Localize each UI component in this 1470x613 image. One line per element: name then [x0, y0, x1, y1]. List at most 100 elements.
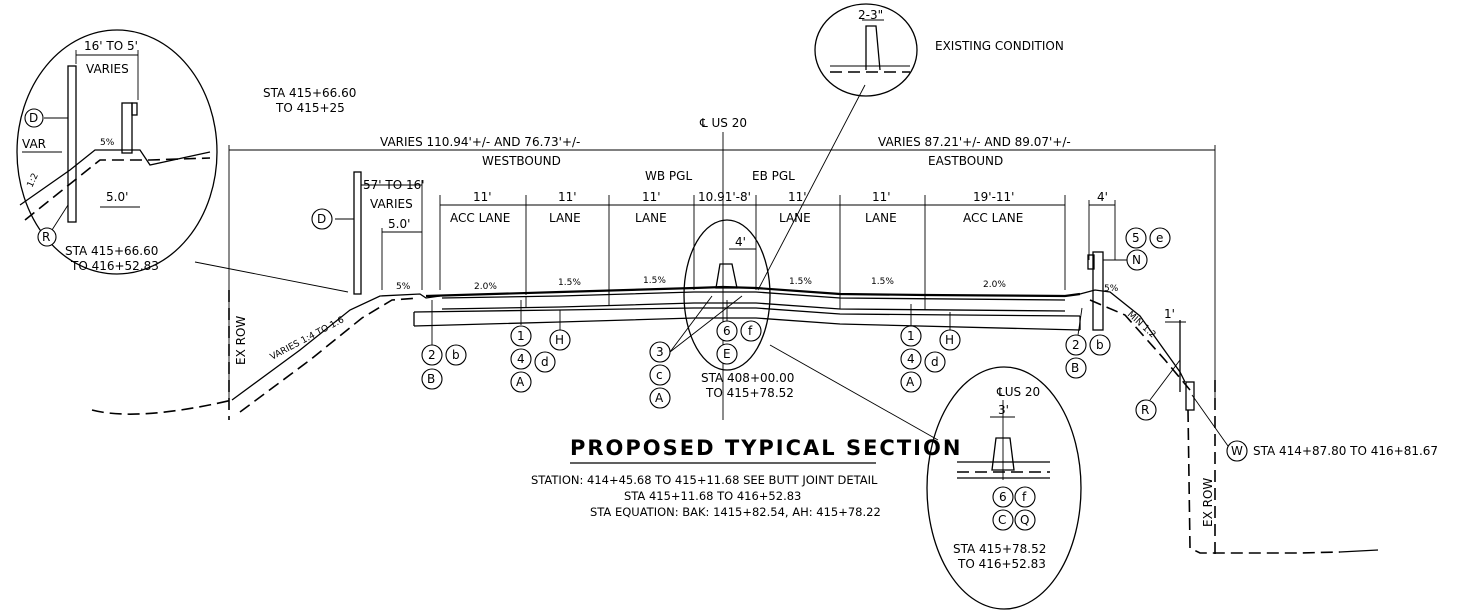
callout-b-upper-eb: [1065, 357, 1087, 379]
eb-side: 4' 5% MIN 1:2 1' EX ROW 5 e N 2 b B R: [1065, 190, 1438, 560]
lane-dimensions: 11' ACC LANE 11' LANE 11' LANE 10.91'-8'…: [439, 190, 1066, 295]
wb-wall-varies: VARIES: [370, 197, 413, 211]
bottom-detail-leader: [769, 344, 939, 441]
eb-direction: EASTBOUND: [928, 154, 1003, 168]
wb-slope-5: 5%: [396, 282, 411, 292]
existing-dim: 2-3": [858, 8, 883, 22]
svg-text:2: 2: [428, 348, 436, 362]
existing-condition-label: EXISTING CONDITION: [935, 39, 1064, 53]
left-detail-slope: 5%: [100, 138, 115, 148]
bottom-detail-sta: STA 415+78.52: [953, 542, 1046, 556]
median-barrier-shape: [715, 263, 738, 289]
wb-ground-line: [231, 293, 441, 401]
title-block: PROPOSED TYPICAL SECTION STATION: 414+45…: [531, 436, 962, 519]
note-2: STA 415+11.68 TO 416+52.83: [624, 489, 801, 503]
svg-text:e: e: [1156, 231, 1163, 245]
callout-4-eb: [900, 348, 922, 370]
note-1: STATION: 414+45.68 TO 415+11.68 SEE BUTT…: [531, 473, 878, 487]
svg-text:C: C: [998, 513, 1006, 527]
callout-r-left: [37, 227, 57, 247]
subbase-bottom: [413, 317, 1081, 331]
eb-min-slope: MIN 1:2: [1125, 310, 1157, 341]
pavement-surface: [425, 285, 1081, 298]
slope-wb-3: 1.5%: [643, 276, 666, 286]
slope-eb-3: 2.0%: [983, 280, 1006, 290]
svg-text:6: 6: [723, 324, 731, 338]
svg-text:d: d: [931, 355, 939, 369]
wb-callouts: 2 b B 1 4 d A H 3 c A 6 f E 1 4: [421, 295, 961, 409]
lane-width-2: 11': [558, 190, 577, 204]
svg-text:1: 1: [517, 329, 525, 343]
svg-text:b: b: [452, 348, 460, 362]
svg-text:2: 2: [1072, 338, 1080, 352]
section-title: PROPOSED TYPICAL SECTION: [570, 436, 962, 460]
bottom-detail: ℄US 20 3' 6 f C Q STA 415+78.52 TO 416+5…: [926, 366, 1082, 610]
callout-b-wb: [445, 344, 467, 366]
left-detail-ellipse: [16, 29, 218, 275]
left-detail-barrier: [121, 102, 133, 154]
lane-width-4: 10.91'-8': [698, 190, 751, 204]
lane-width-7: 19'-11': [973, 190, 1014, 204]
eb-existing-ground: [1187, 409, 1341, 554]
wb-slope-label: VARIES 1:4 TO 1:6: [269, 315, 346, 363]
left-detail-sta: STA 415+66.60: [65, 244, 158, 258]
svg-text:H: H: [945, 333, 954, 347]
lane-name-7: ACC LANE: [963, 211, 1023, 225]
wb-wall: 57' TO 16' VARIES 5.0' D 5%: [311, 171, 425, 295]
centerline-label: ℄ US 20: [699, 116, 747, 130]
bottom-detail-ellipse: [926, 366, 1082, 610]
left-detail: 16' TO 5' VARIES VAR 5% 1:2 5.0' STA 415…: [16, 29, 349, 293]
svg-text:R: R: [1141, 403, 1149, 417]
note-3: STA EQUATION: BAK: 1415+82.54, AH: 415+7…: [590, 505, 881, 519]
callout-b-eb: [1089, 334, 1111, 356]
svg-text:d: d: [541, 355, 549, 369]
wb-guardrail-post: [353, 171, 362, 295]
eb-fence-base: [1185, 381, 1195, 411]
lane-width-3: 11': [642, 190, 661, 204]
lane-width-5: 11': [788, 190, 807, 204]
wb-ex-row: EX ROW: [234, 316, 248, 365]
wb-direction: WESTBOUND: [482, 154, 561, 168]
eb-w-sta: STA 414+87.80 TO 416+81.67: [1253, 444, 1438, 458]
median-sta: STA 408+00.00: [701, 371, 794, 385]
median-ellipse: [683, 219, 771, 371]
lane-name-1: ACC LANE: [450, 211, 510, 225]
callout-b-upper-wb: [421, 368, 443, 390]
svg-text:A: A: [516, 375, 525, 389]
slope-eb-2: 1.5%: [871, 277, 894, 287]
callout-a-eb: [900, 371, 922, 393]
svg-text:A: A: [906, 375, 915, 389]
svg-text:W: W: [1231, 444, 1243, 458]
eb-ex-row: EX ROW: [1201, 478, 1215, 527]
wb-existing-ground: [91, 399, 233, 415]
left-detail-post: [67, 65, 77, 223]
callout-1-eb: [900, 325, 922, 347]
callout-3: [649, 341, 671, 363]
eb-ground-line: [1079, 289, 1186, 383]
svg-text:3: 3: [656, 345, 664, 359]
callout-d-lower-eb: [924, 351, 946, 373]
wb-sta-top: STA 415+66.60: [263, 86, 356, 100]
bottom-detail-barrier: [991, 437, 1015, 471]
svg-text:b: b: [1096, 338, 1104, 352]
left-detail-leader: [194, 261, 349, 293]
left-detail-dim5: 5.0': [106, 190, 128, 204]
lane-name-5: LANE: [779, 211, 811, 225]
pavement-section: 2.0% 1.5% 1.5% 1.5% 1.5% 2.0%: [413, 276, 1081, 331]
callout-q-bottom: [1014, 509, 1036, 531]
existing-ellipse: [814, 3, 918, 97]
svg-text:1: 1: [907, 329, 915, 343]
bottom-detail-sta2: TO 416+52.83: [957, 557, 1046, 571]
lane-name-6: LANE: [865, 211, 897, 225]
bottom-detail-cl: ℄US 20: [996, 385, 1040, 399]
callout-d-left: [24, 108, 44, 128]
wb-wall-5: 5.0': [388, 217, 410, 231]
wb-wall-dim: 57' TO 16': [363, 178, 425, 192]
wb-ground-dashed: [239, 297, 419, 413]
svg-text:4: 4: [517, 352, 525, 366]
median-dim: 4': [735, 235, 746, 249]
left-detail-varies: VARIES: [86, 62, 129, 76]
lane-width-6: 11': [872, 190, 891, 204]
median-sta2: TO 415+78.52: [705, 386, 794, 400]
